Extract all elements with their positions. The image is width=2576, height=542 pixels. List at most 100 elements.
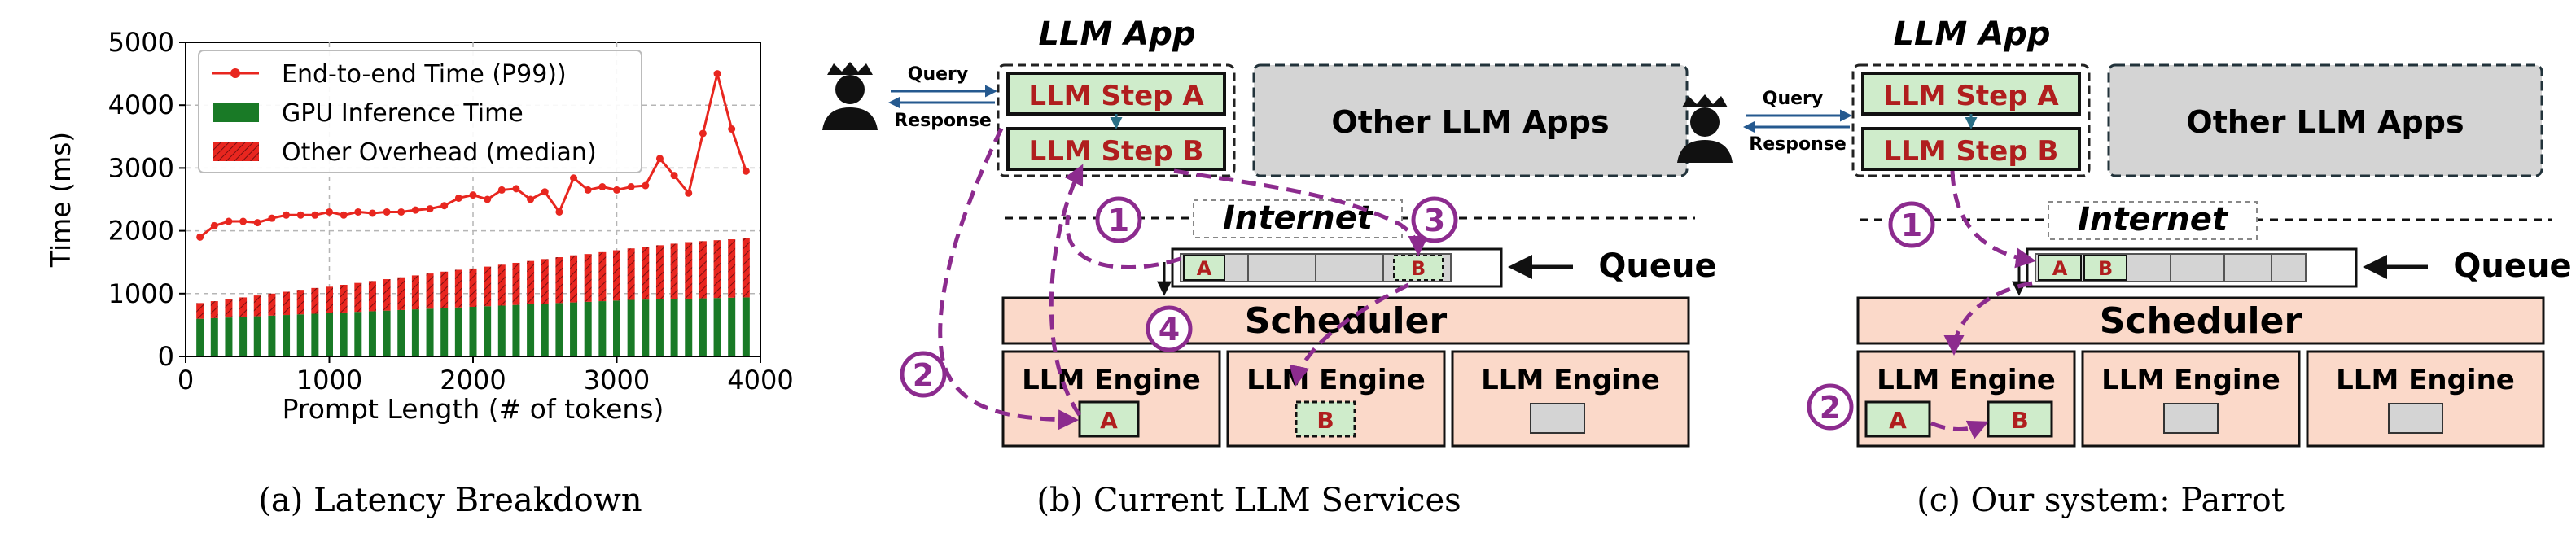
flow-b-to-queue-b bbox=[1173, 168, 1429, 256]
query-label-b: Query bbox=[908, 64, 968, 85]
queue-label-c: Queue bbox=[2453, 247, 2571, 285]
y-tick-label: 2000 bbox=[108, 216, 174, 247]
overhead-bar bbox=[296, 290, 304, 315]
panel-c: LLM App LLM Step A LLM Step B Other LLM … bbox=[1677, 15, 2572, 448]
flow-queue-to-engine-b bbox=[1289, 282, 1410, 387]
query-label-c: Query bbox=[1763, 89, 1823, 109]
gpu-bar bbox=[584, 301, 592, 356]
flow-a-to-b-c bbox=[1930, 420, 1989, 439]
gpu-bar bbox=[225, 317, 233, 356]
engine-b-label-c: B bbox=[2011, 407, 2028, 434]
step-marker-1-label-c: 1 bbox=[1901, 208, 1922, 243]
engine-1-b bbox=[1001, 350, 1221, 448]
e2e-point bbox=[555, 208, 563, 216]
e2e-point bbox=[440, 202, 449, 210]
gpu-bar bbox=[497, 305, 506, 356]
other-apps-label-b: Other LLM Apps bbox=[1331, 104, 1609, 140]
caption-a: (a) Latency Breakdown bbox=[258, 482, 642, 519]
overhead-bar bbox=[210, 301, 218, 318]
x-tick-label: 2000 bbox=[440, 365, 506, 396]
engine-1-label-b: LLM Engine bbox=[1022, 364, 1201, 396]
e2e-point bbox=[411, 206, 419, 214]
overhead-bar bbox=[383, 279, 391, 311]
engine-b-box-b bbox=[1295, 400, 1356, 438]
panel-b: LLM App LLM Step A LLM Step B Other LLM … bbox=[822, 15, 1717, 448]
overhead-bar bbox=[411, 275, 419, 310]
e2e-point bbox=[685, 189, 693, 197]
e2e-line bbox=[196, 70, 750, 241]
engine-a-label-b: A bbox=[1100, 407, 1118, 434]
gpu-bars bbox=[196, 297, 750, 356]
internet-label-b: Internet bbox=[1223, 199, 1374, 237]
overhead-bar bbox=[397, 277, 405, 310]
step-marker-2-c bbox=[1807, 383, 1854, 431]
overhead-bar bbox=[570, 255, 578, 303]
gpu-bar bbox=[541, 304, 549, 356]
gpu-bar bbox=[368, 311, 376, 356]
e2e-point bbox=[598, 183, 607, 191]
overhead-bar bbox=[742, 238, 750, 298]
step-b-box-b bbox=[1006, 127, 1226, 171]
e2e-point bbox=[655, 155, 664, 163]
request-flows-b bbox=[938, 127, 1429, 431]
e2e-point bbox=[268, 214, 276, 222]
gpu-bar bbox=[670, 299, 678, 356]
x-tick-label: 0 bbox=[177, 365, 194, 396]
e2e-point bbox=[642, 181, 650, 190]
e2e-point bbox=[283, 211, 291, 219]
step-markers-c: 1 2 bbox=[1807, 201, 1935, 431]
engine-3-slot-b bbox=[1530, 403, 1585, 434]
response-label-b: Response bbox=[894, 111, 992, 131]
internet-box-b bbox=[1193, 199, 1403, 238]
gpu-bar bbox=[239, 317, 248, 356]
llm-app-container-c bbox=[1851, 63, 2091, 177]
e2e-point bbox=[326, 208, 333, 216]
queue-item-a-c bbox=[2038, 255, 2082, 281]
overhead-bar bbox=[512, 262, 520, 305]
step-marker-2-label-b: 2 bbox=[913, 357, 934, 393]
gpu-bar bbox=[196, 318, 204, 356]
e2e-point bbox=[426, 205, 434, 213]
e2e-point bbox=[670, 172, 678, 180]
gpu-bar bbox=[454, 307, 462, 356]
overhead-bar bbox=[613, 250, 620, 301]
gpu-bar bbox=[311, 313, 319, 356]
step-marker-4-label-b: 4 bbox=[1159, 312, 1180, 347]
gpu-bar bbox=[512, 304, 520, 356]
x-axis-label: Prompt Length (# of tokens) bbox=[283, 393, 664, 425]
overhead-bar bbox=[368, 281, 376, 312]
step-marker-2-label-c: 2 bbox=[1820, 390, 1841, 426]
gpu-bar bbox=[613, 300, 620, 356]
engine-3-slot-c bbox=[2388, 403, 2443, 434]
gpu-bar bbox=[713, 298, 721, 356]
gpu-bar bbox=[699, 298, 707, 356]
legend-overhead: Other Overhead (median) bbox=[282, 138, 597, 167]
y-tick-label: 0 bbox=[158, 341, 174, 372]
overhead-bar bbox=[655, 245, 664, 299]
gpu-bar bbox=[440, 308, 449, 356]
overhead-bar bbox=[454, 269, 462, 308]
overhead-bar bbox=[598, 251, 607, 302]
e2e-point bbox=[368, 209, 376, 217]
step-marker-4-b bbox=[1146, 305, 1193, 352]
e2e-point bbox=[196, 233, 204, 241]
overhead-bar bbox=[469, 268, 477, 308]
e2e-point bbox=[469, 191, 477, 199]
gpu-bar bbox=[555, 303, 563, 356]
other-apps-box-b bbox=[1252, 63, 1689, 177]
overhead-bar bbox=[584, 254, 592, 302]
y-tick-label: 5000 bbox=[108, 27, 174, 58]
e2e-point bbox=[713, 70, 721, 78]
queue-item-a-label-b: A bbox=[1197, 257, 1212, 280]
step-b-box-c bbox=[1861, 127, 2081, 171]
e2e-point bbox=[699, 129, 707, 138]
e2e-point bbox=[527, 195, 535, 203]
e2e-point bbox=[383, 208, 391, 216]
gpu-bar bbox=[426, 308, 434, 356]
queue-item-a-label-c: A bbox=[2052, 257, 2068, 280]
overhead-bar bbox=[311, 287, 319, 314]
queue-item-b-c bbox=[2083, 255, 2127, 281]
engine-2-label-c: LLM Engine bbox=[2101, 364, 2280, 396]
